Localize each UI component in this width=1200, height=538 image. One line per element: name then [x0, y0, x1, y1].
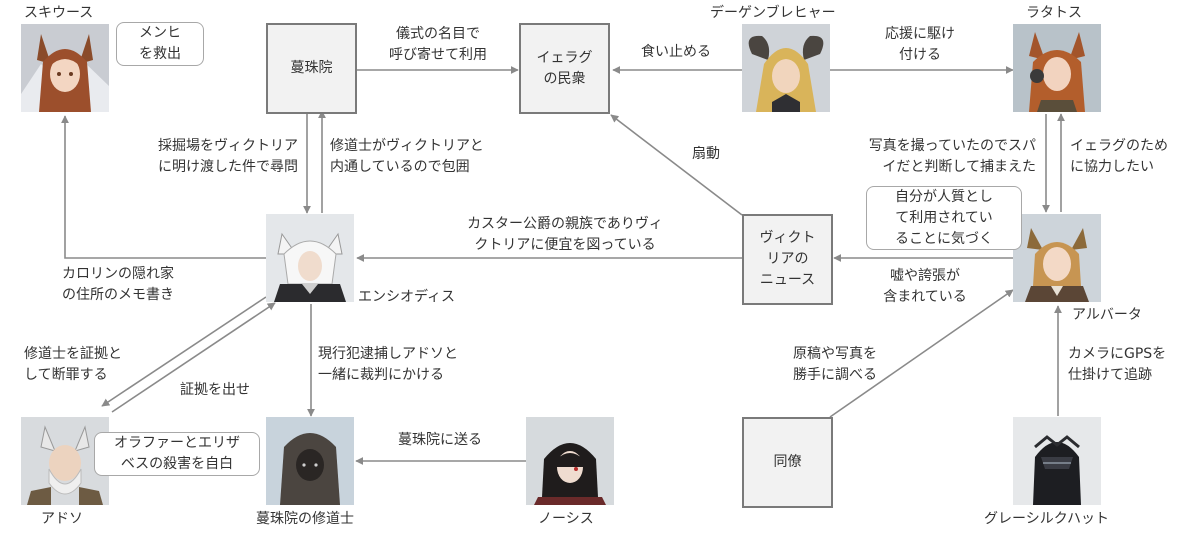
box-manjuin: 蔓珠院 — [266, 23, 357, 114]
name-monk: 蔓珠院の修道士 — [256, 511, 354, 527]
label-alberta-ratatos: 写真を撮っていたのでスパ イだと判断して捕まえた — [868, 138, 1036, 175]
bubble-skiwoose: メンヒ を救出 — [116, 22, 204, 66]
portrait-grey — [1013, 417, 1101, 505]
label-nosis-monk: 蔓珠院に送る — [398, 432, 482, 448]
portrait-nosis — [526, 417, 614, 505]
name-ratatos: ラタトス — [1026, 5, 1082, 21]
bubble-alberta: 自分が人質とし て利用されてい ることに気づく — [866, 186, 1022, 250]
label-colleague-alberta: 原稿や写真を 勝手に調べる — [793, 346, 877, 383]
name-ensio: エンシオディス — [358, 289, 456, 305]
label-manjuin-iberia: 儀式の名目で 呼び寄せて利用 — [389, 26, 487, 63]
label-ratatos-alberta: イェラグのため に協力したい — [1070, 138, 1168, 175]
name-nosis: ノーシス — [538, 511, 594, 527]
label-adoso-ensio: 修道士を証拠と して断罪する — [24, 346, 122, 383]
label-news-iberia: 扇動 — [692, 146, 720, 162]
box-iberia-people: イェラグ の民衆 — [519, 23, 610, 114]
name-skiwoose: スキウース — [24, 5, 94, 21]
label-ensio-skiwoose: 採掘場をヴィクトリア に明け渡した件で尋問 — [158, 138, 298, 175]
box-colleague: 同僚 — [742, 417, 833, 508]
name-alberta: アルバータ — [1072, 307, 1142, 323]
label-degen-iberia: 食い止める — [641, 44, 711, 60]
portrait-degen — [742, 24, 830, 112]
arrow-news-to-iberia — [610, 114, 743, 216]
label-ensio-monk: 現行犯逮捕しアドソと 一緒に裁判にかける — [318, 346, 458, 383]
bubble-adoso: オラファーとエリザ ベスの殺害を自白 — [94, 432, 260, 476]
label-news-ensio: カスター公爵の親族でありヴィ クトリアに便宜を図っている — [467, 216, 663, 253]
box-victoria-news: ヴィクト リアの ニュース — [742, 214, 833, 305]
label-grey-alberta: カメラにGPSを 仕掛けて追跡 — [1068, 346, 1167, 383]
name-adoso: アドソ — [41, 511, 83, 527]
portrait-ratatos — [1013, 24, 1101, 112]
label-ensio-skiwoose-memo: カロリンの隠れ家 の住所のメモ書き — [62, 266, 174, 303]
portrait-ensio — [266, 214, 354, 302]
label-ensio-adoso: 証拠を出せ — [180, 382, 250, 398]
portrait-alberta — [1013, 214, 1101, 302]
label-degen-ratatos: 応援に駆け 付ける — [885, 26, 955, 63]
arrow-adoso-to-ensio — [111, 302, 276, 413]
arrow-ensio-to-skiwoose — [61, 115, 266, 259]
portrait-skiwoose — [21, 24, 109, 112]
label-manjuin-ensio: 修道士がヴィクトリアと 内通しているので包囲 — [330, 138, 484, 175]
arrow-ensio-to-adoso — [101, 296, 267, 407]
arrow-colleague-to-alberta — [829, 289, 1014, 418]
portrait-monk — [266, 417, 354, 505]
label-alberta-news: 嘘や誇張が 含まれている — [883, 268, 967, 305]
name-degen: デーゲンブレヒャー — [710, 5, 836, 21]
name-grey: グレーシルクハット — [984, 511, 1110, 527]
portrait-adoso — [21, 417, 109, 505]
